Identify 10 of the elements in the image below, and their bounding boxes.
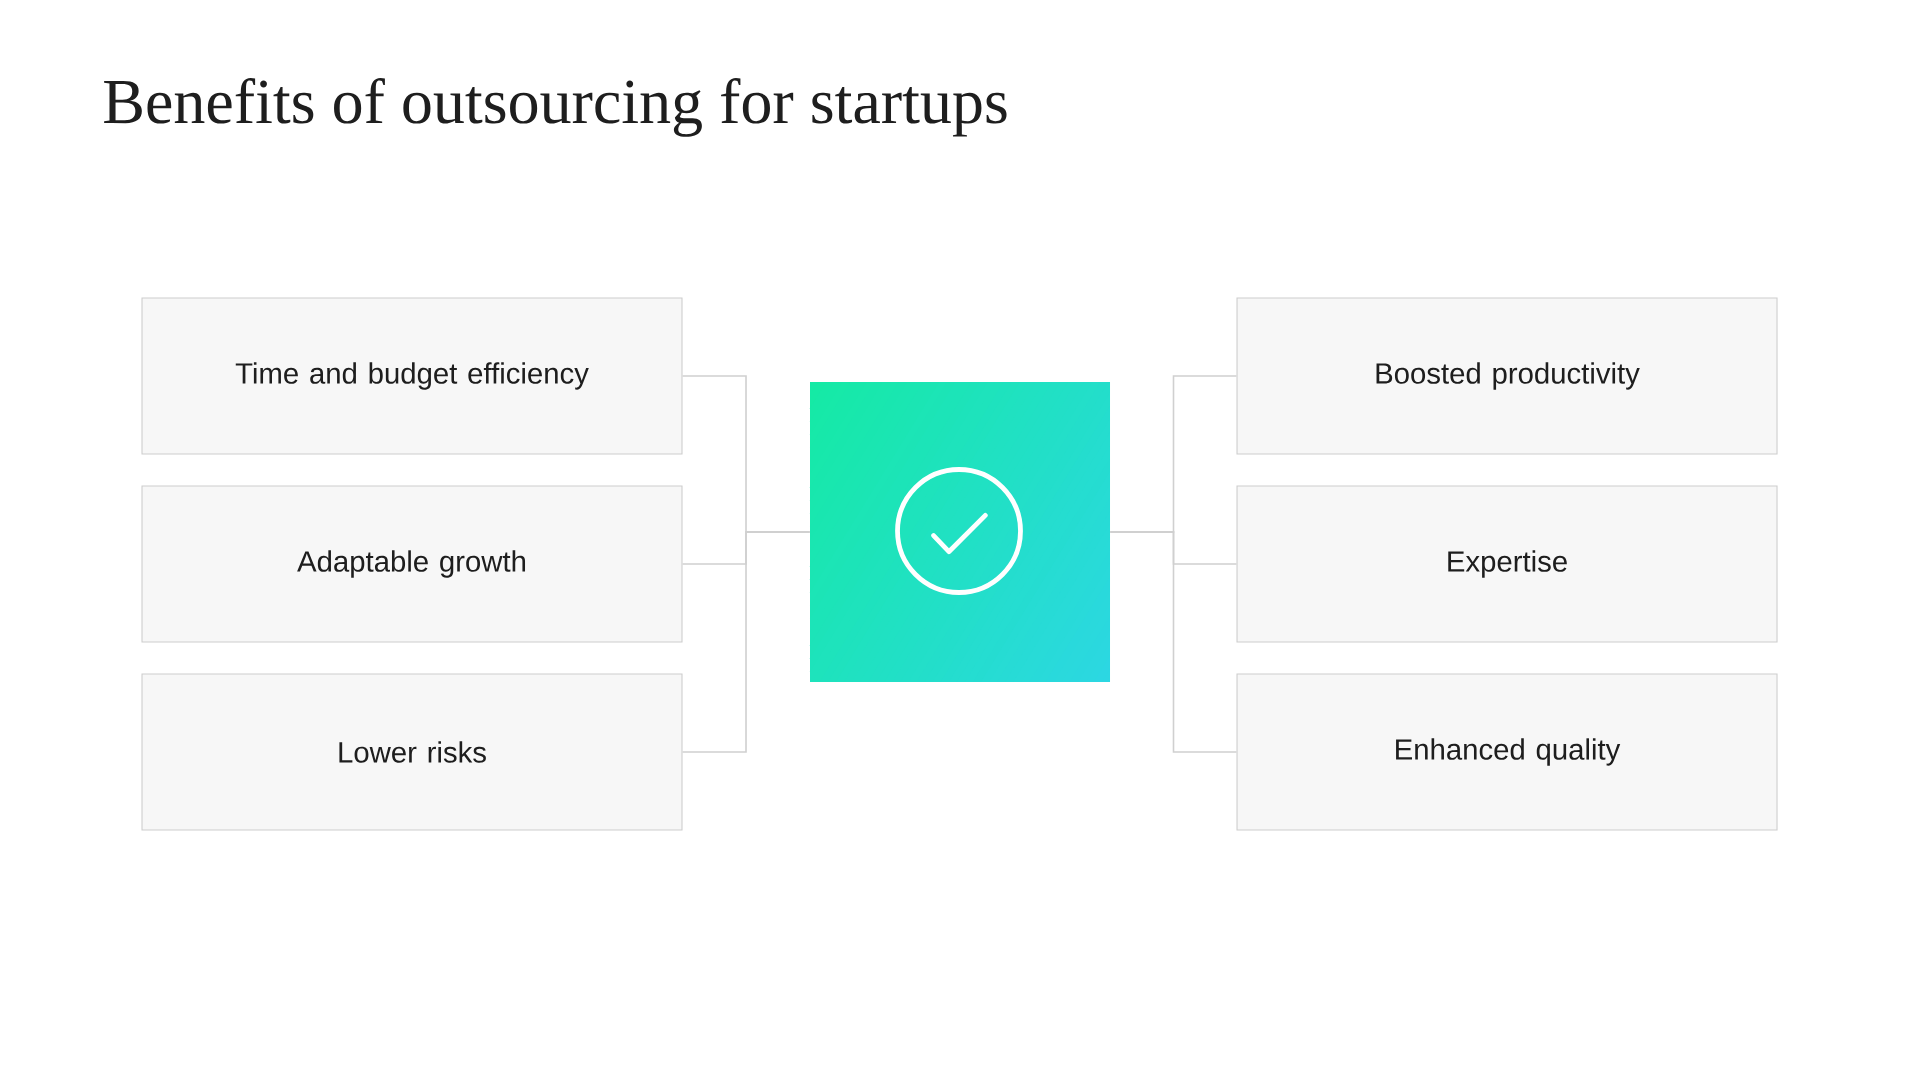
text-box: Adaptable growth	[141, 485, 683, 643]
title: Benefits of outsourcing for startups	[104, 77, 1007, 137]
text-box: Enhanced quality	[1236, 673, 1778, 831]
gradient-square	[810, 382, 1110, 682]
text-box: Time and budget efficiency	[141, 297, 683, 455]
text-box: Boosted productivity	[1236, 297, 1778, 455]
text-box: Lower risks	[141, 673, 683, 831]
connector-line	[1109, 531, 1238, 753]
text-box: Expertise	[1236, 485, 1778, 643]
connector-line	[681, 531, 811, 753]
